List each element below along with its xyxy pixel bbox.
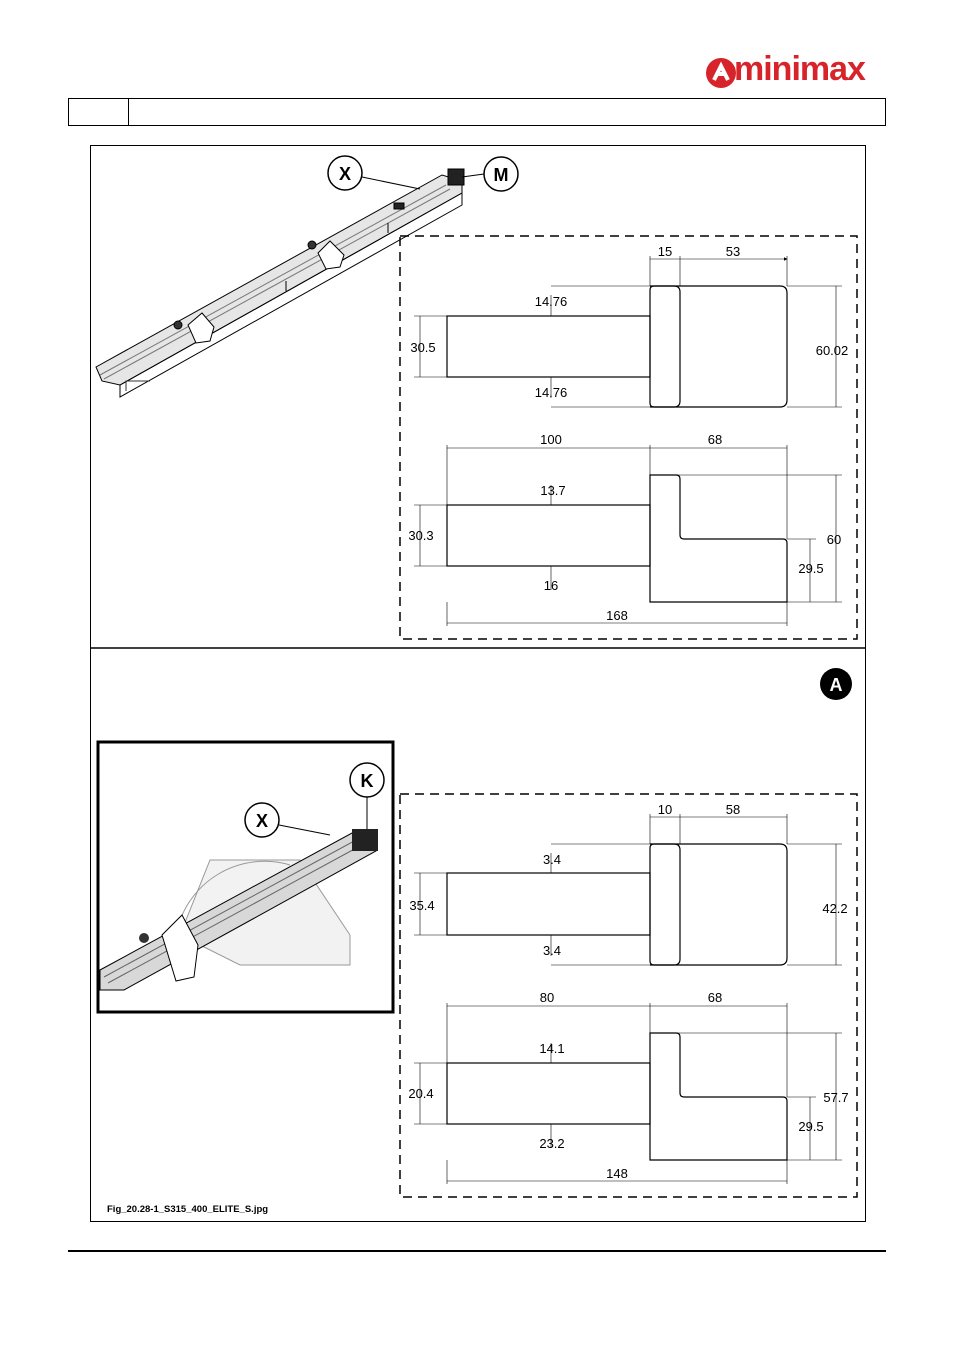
dim-bot-p1-58: 58 [726,802,740,817]
dim-bot-p2-57-7: 57.7 [823,1090,848,1105]
dim-top-p2-168: 168 [606,608,628,623]
dim-bot-p1-10: 10 [658,802,672,817]
fence-illustration [96,169,464,397]
brand-name: minimax [734,50,865,89]
dim-top-p1-60-02: 60.02 [816,343,849,358]
footer-rule [68,1250,886,1252]
callout-m-top: M [462,157,518,191]
callout-x-top: X [328,156,420,190]
callout-x-top-label: X [339,164,351,184]
dim-top-p1-14-76-lower: 14.76 [535,385,568,400]
dim-bot-p1-3-4-lower: 3.4 [543,943,561,958]
profile1-bottom-dims [414,814,842,965]
dim-top-p2-68: 68 [708,432,722,447]
profile-box-top [400,236,857,639]
dim-bot-p2-23-2: 23.2 [539,1136,564,1151]
dim-bot-p1-42-2: 42.2 [822,901,847,916]
dim-bot-p2-14-1: 14.1 [539,1041,564,1056]
dim-bot-p2-148: 148 [606,1166,628,1181]
dim-top-p2-13-7: 13.7 [540,483,565,498]
profile1-top [447,286,787,407]
profile2-bottom [447,1033,787,1160]
minimax-logo-icon [704,56,738,90]
callout-m-top-label: M [494,165,509,185]
dim-bot-p1-3-4-upper: 3.4 [543,852,561,867]
callout-x-bottom-label: X [256,811,268,831]
dim-bot-p2-68: 68 [708,990,722,1005]
technical-figure: X M 15 53 14.76 30.5 60.02 14.76 [90,145,866,1222]
dim-top-p2-29-5: 29.5 [798,561,823,576]
dim-top-p2-100: 100 [540,432,562,447]
dim-top-p2-16: 16 [544,578,558,593]
badge-a: A [820,668,852,700]
callout-k-label: K [361,771,374,791]
header-cell-code [69,99,129,125]
profile2-bottom-dims [414,1003,842,1184]
mitre-gauge-illustration [98,742,393,1012]
dim-bot-p2-29-5: 29.5 [798,1119,823,1134]
dim-bot-p1-35-4: 35.4 [409,898,434,913]
dim-top-p1-30-5: 30.5 [410,340,435,355]
badge-a-label: A [830,675,843,695]
figure-caption: Fig_20.28-1_S315_400_ELITE_S.jpg [107,1204,268,1215]
dim-top-p2-60: 60 [827,532,841,547]
dim-bot-p2-20-4: 20.4 [408,1086,433,1101]
header-table [68,98,886,126]
dim-top-p2-30-3: 30.3 [408,528,433,543]
profile1-top-dims [414,256,842,407]
dim-top-p1-14-76-upper: 14.76 [535,294,568,309]
profile2-top [447,475,787,602]
profile1-bottom [447,844,787,965]
dim-top-p1-15: 15 [658,244,672,259]
dim-top-p1-53: 53 [726,244,740,259]
profile-box-bottom [400,794,857,1197]
profile2-top-dims [414,445,842,626]
minimax-logo: minimax [704,54,880,94]
dim-bot-p2-80: 80 [540,990,554,1005]
